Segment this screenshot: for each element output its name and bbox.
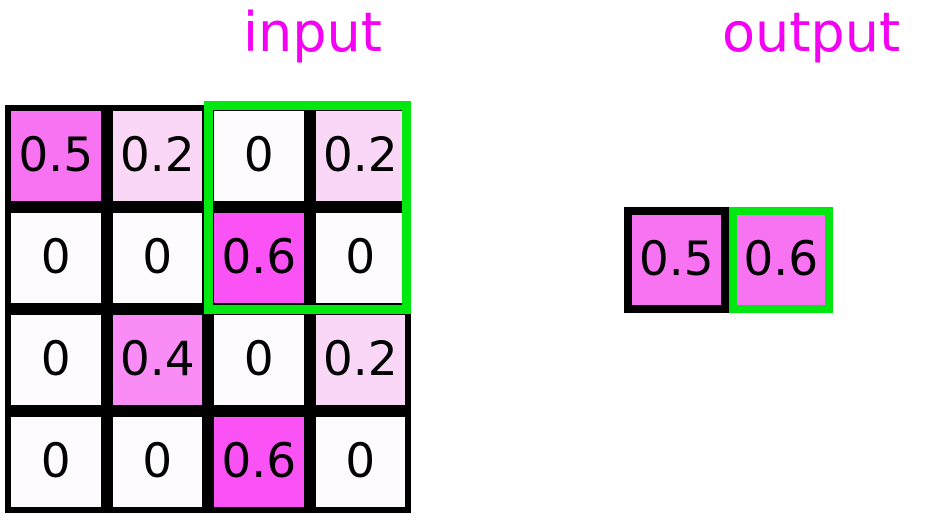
input-cell-r1-c0[interactable]: 0 xyxy=(5,207,107,309)
input-cell-r0-c2[interactable]: 0 xyxy=(208,105,310,207)
input-cell-value: 0.4 xyxy=(119,331,195,387)
input-cell-r2-c0[interactable]: 0 xyxy=(5,309,107,411)
input-cell-value: 0 xyxy=(243,331,274,387)
input-cell-value: 0.2 xyxy=(322,127,398,183)
output-matrix-row: 0.5 0.6 xyxy=(624,207,833,313)
output-cell-value: 0.5 xyxy=(638,231,714,287)
input-cell-value: 0.2 xyxy=(322,331,398,387)
input-cell-value: 0 xyxy=(142,229,173,285)
input-matrix-row: 0 0.4 0 0.2 xyxy=(5,309,411,411)
output-cell-value: 0.6 xyxy=(743,231,819,287)
output-title: output xyxy=(722,1,901,64)
input-cell-r3-c2[interactable]: 0.6 xyxy=(208,411,310,513)
input-cell-value: 0.6 xyxy=(221,433,297,489)
input-cell-r1-c3[interactable]: 0 xyxy=(309,207,411,309)
input-cell-value: 0 xyxy=(40,331,71,387)
output-matrix: 0.5 0.6 xyxy=(624,207,833,313)
input-cell-r1-c1[interactable]: 0 xyxy=(106,207,208,309)
input-cell-r3-c3[interactable]: 0 xyxy=(309,411,411,513)
input-cell-r2-c1[interactable]: 0.4 xyxy=(106,309,208,411)
input-cell-r0-c0[interactable]: 0.5 xyxy=(5,105,107,207)
input-cell-r0-c1[interactable]: 0.2 xyxy=(106,105,208,207)
input-cell-r1-c2[interactable]: 0.6 xyxy=(208,207,310,309)
input-cell-r3-c0[interactable]: 0 xyxy=(5,411,107,513)
output-cell-r0-c1[interactable]: 0.6 xyxy=(728,207,833,313)
input-cell-r0-c3[interactable]: 0.2 xyxy=(309,105,411,207)
input-cell-value: 0 xyxy=(345,229,376,285)
input-cell-value: 0.6 xyxy=(221,229,297,285)
input-cell-value: 0 xyxy=(142,433,173,489)
input-cell-value: 0.2 xyxy=(119,127,195,183)
output-cell-r0-c0[interactable]: 0.5 xyxy=(624,207,729,313)
input-cell-value: 0 xyxy=(40,433,71,489)
input-cell-r3-c1[interactable]: 0 xyxy=(106,411,208,513)
input-cell-r2-c3[interactable]: 0.2 xyxy=(309,309,411,411)
input-title: input xyxy=(243,1,382,64)
input-cell-r2-c2[interactable]: 0 xyxy=(208,309,310,411)
input-matrix-row: 0.5 0.2 0 0.2 xyxy=(5,105,411,207)
input-cell-value: 0 xyxy=(40,229,71,285)
input-cell-value: 0 xyxy=(345,433,376,489)
input-cell-value: 0.5 xyxy=(18,127,94,183)
input-cell-value: 0 xyxy=(243,127,274,183)
